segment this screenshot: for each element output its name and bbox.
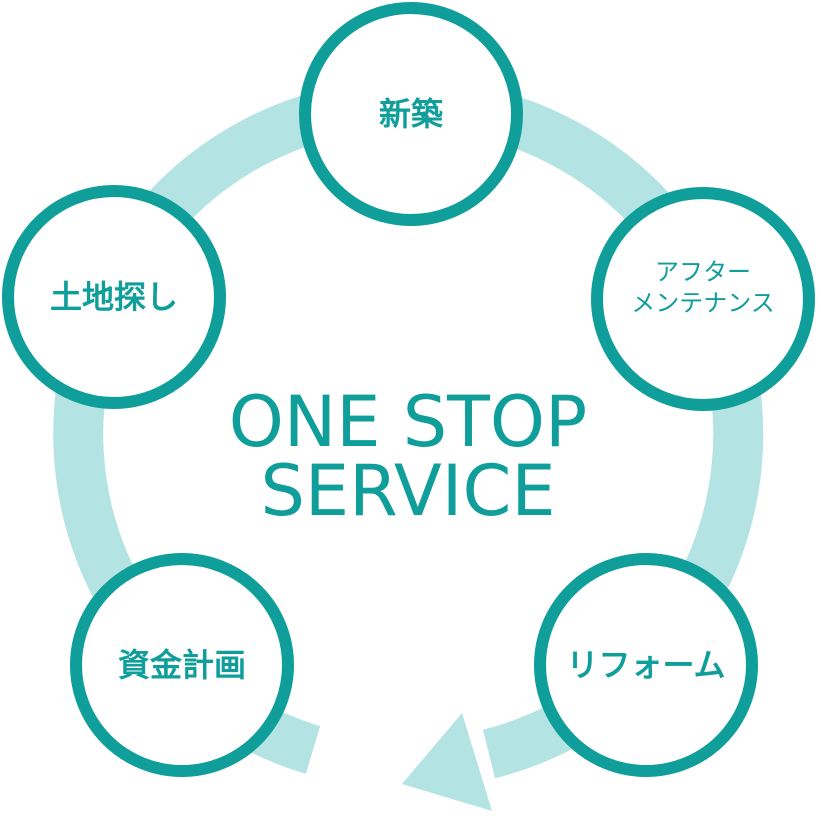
- node-reform: リフォーム: [534, 553, 758, 777]
- node-new-build-label: 新築: [379, 95, 444, 133]
- center-title-line1: ONE STOP: [229, 381, 587, 463]
- node-funding-plan-label: 資金計画: [118, 646, 246, 684]
- node-reform-circle: [534, 553, 758, 777]
- node-land-search-circle: [2, 185, 226, 409]
- node-reform-label: リフォーム: [566, 646, 725, 684]
- node-land-search-label: 土地探し: [50, 278, 178, 316]
- node-after-maintenance-label-line2: メンテナンス: [631, 289, 775, 317]
- center-title-line2: SERVICE: [260, 450, 555, 532]
- node-after-maintenance-label-line1: アフター: [655, 258, 751, 286]
- node-land-search: 土地探し: [2, 185, 226, 409]
- node-after-maintenance: アフター メンテナンス: [591, 187, 815, 411]
- cycle-arrow-head: [402, 713, 492, 811]
- node-new-build: 新築: [299, 2, 523, 226]
- node-funding-plan-circle: [70, 553, 294, 777]
- node-funding-plan: 資金計画: [70, 553, 294, 777]
- node-after-maintenance-circle: [591, 187, 815, 411]
- node-new-build-circle: [299, 2, 523, 226]
